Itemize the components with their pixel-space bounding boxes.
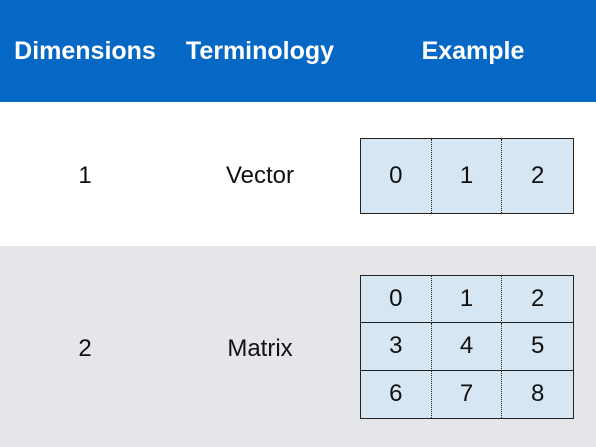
grid-cell: 2 — [530, 162, 545, 189]
row-dimensions: 1 — [78, 162, 92, 189]
vector-example-grid: 0 1 2 — [360, 138, 574, 214]
grid-cell: 4 — [431, 323, 503, 371]
grid-cell: 2 — [502, 276, 573, 324]
table-header: Dimensions Terminology Example — [0, 0, 596, 102]
grid-cell: 0 — [361, 276, 432, 324]
grid-cell: 1 — [432, 139, 503, 213]
grid-cell: 0 — [361, 139, 432, 213]
table-row-matrix: 2 Matrix 0 1 2 3 4 5 6 7 8 — [0, 246, 596, 447]
header-dimensions: Dimensions — [14, 37, 156, 65]
matrix-example-grid: 0 1 2 3 4 5 6 7 8 — [360, 275, 574, 419]
grid-cell: 7 — [432, 370, 503, 418]
grid-cell: 5 — [502, 323, 573, 371]
header-terminology: Terminology — [185, 37, 335, 65]
grid-cell: 3 — [361, 323, 432, 371]
grid-cell: 8 — [530, 380, 545, 408]
row-terminology: Vector — [225, 162, 295, 189]
grid-cell: 1 — [431, 276, 503, 324]
grid-cell: 6 — [361, 370, 432, 418]
header-example: Example — [421, 37, 525, 65]
row-dimensions: 2 — [78, 335, 92, 362]
table-row-vector: 1 Vector 0 1 2 — [0, 102, 596, 246]
row-terminology: Matrix — [227, 335, 293, 362]
